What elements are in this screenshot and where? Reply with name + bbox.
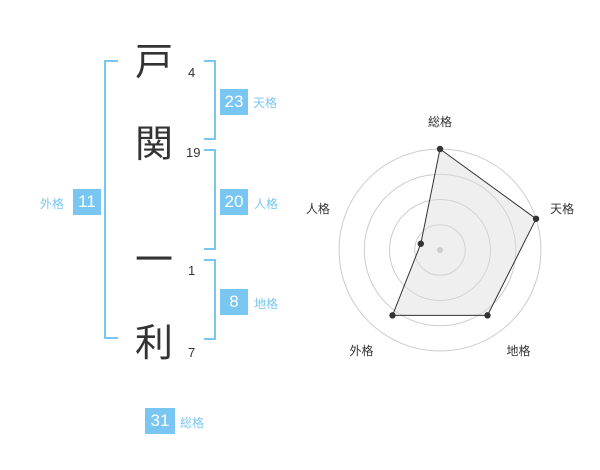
jinkaku-bracket bbox=[204, 149, 216, 250]
chikaku-badge: 8 bbox=[220, 289, 248, 315]
chikaku-label: 地格 bbox=[254, 297, 279, 311]
radar-point bbox=[484, 312, 491, 319]
stroke-count-3: 1 bbox=[188, 263, 196, 278]
name-char-1: 戸 bbox=[134, 40, 173, 84]
radar-center-dot bbox=[437, 247, 443, 253]
radar-ring bbox=[389, 199, 491, 301]
name-char-3: 一 bbox=[134, 238, 173, 282]
gaikaku-badge: 11 bbox=[73, 189, 101, 215]
radar-point bbox=[417, 240, 424, 247]
tenkaku-badge: 23 bbox=[220, 89, 248, 115]
radar-point bbox=[436, 145, 444, 153]
gaikaku-bracket bbox=[104, 60, 118, 339]
name-char-4: 利 bbox=[134, 321, 173, 365]
radar-point bbox=[389, 312, 396, 319]
jinkaku-badge: 20 bbox=[220, 189, 248, 215]
chikaku-bracket bbox=[204, 259, 216, 340]
radar-axis-label: 外格 bbox=[349, 343, 373, 358]
stroke-count-2: 19 bbox=[186, 145, 201, 160]
radar-axis-label: 総格 bbox=[428, 114, 452, 129]
radar-axis-label: 人格 bbox=[306, 201, 330, 216]
radar-ring bbox=[414, 224, 466, 276]
soukaku-label: 総格 bbox=[180, 416, 205, 430]
radar-polygon bbox=[391, 148, 537, 316]
radar-axis-label: 天格 bbox=[550, 201, 574, 216]
soukaku-badge: 31 bbox=[145, 408, 175, 434]
radar-axis-label: 地格 bbox=[507, 343, 531, 358]
gaikaku-label: 外格 bbox=[40, 197, 65, 211]
stroke-count-1: 4 bbox=[188, 65, 196, 80]
radar-ring bbox=[363, 173, 517, 327]
tenkaku-label: 天格 bbox=[253, 96, 278, 110]
jinkaku-label: 人格 bbox=[254, 197, 279, 211]
tenkaku-bracket bbox=[204, 60, 216, 140]
name-char-2: 関 bbox=[134, 122, 173, 166]
radar-point bbox=[532, 215, 540, 222]
stroke-count-4: 7 bbox=[188, 345, 196, 360]
